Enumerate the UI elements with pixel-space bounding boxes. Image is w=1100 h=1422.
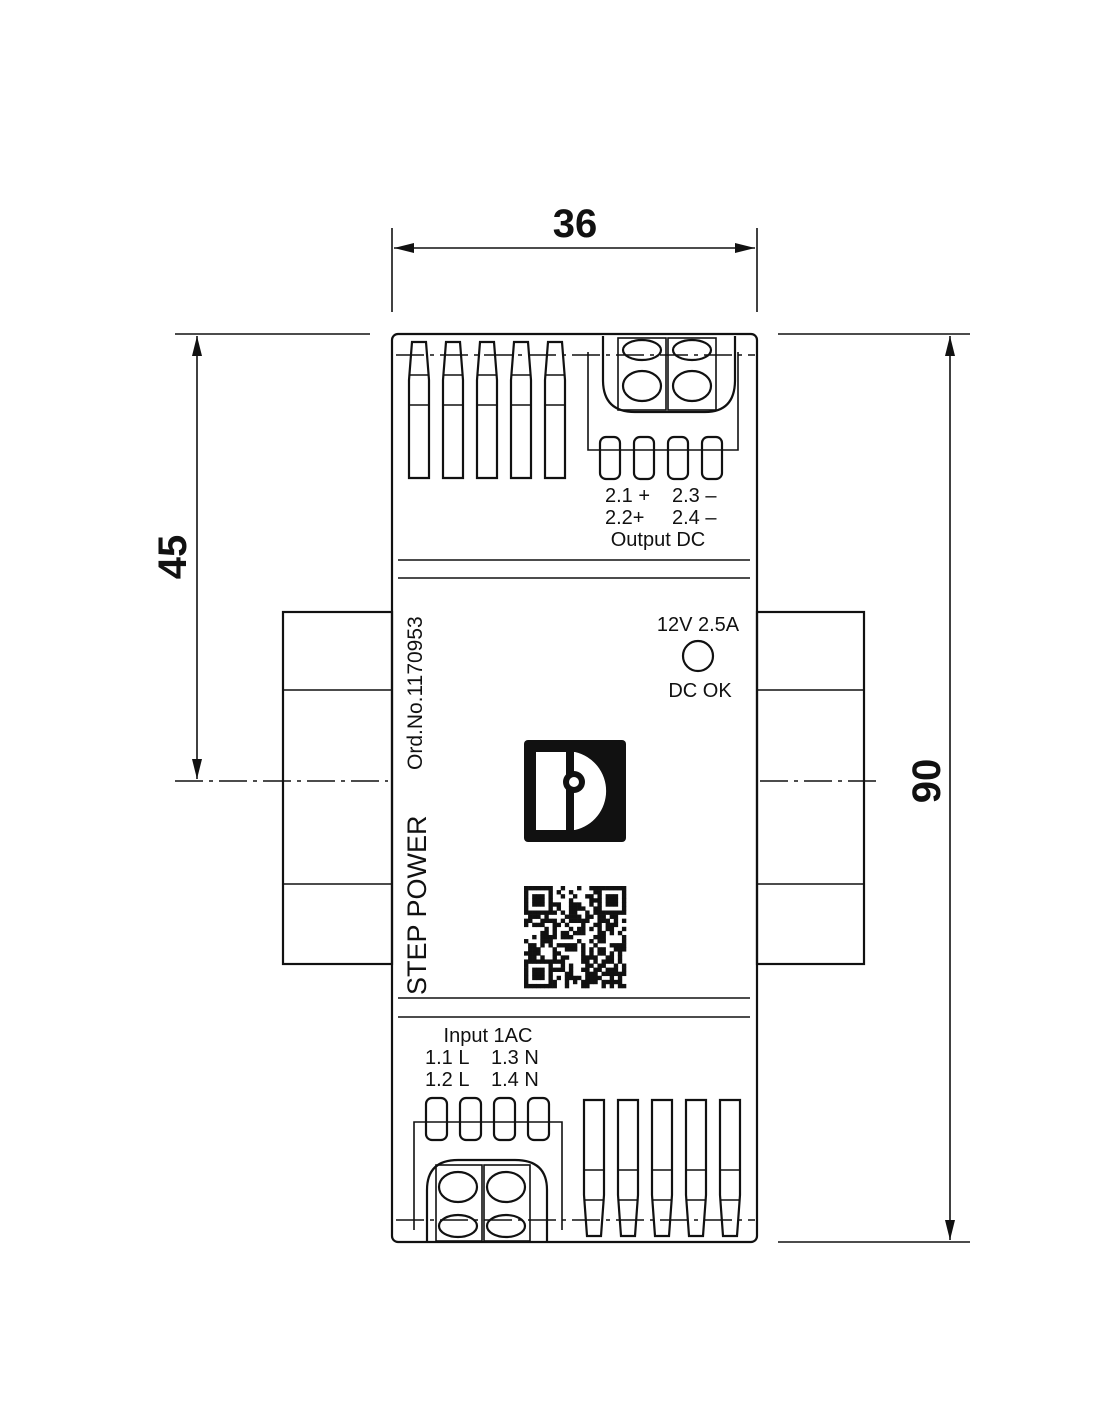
order-number: Ord.No.1170953 (404, 616, 427, 770)
bottom-vent-slots (582, 1098, 742, 1238)
width-dimension: 36 (391, 202, 758, 312)
screw-icon (671, 369, 713, 403)
output-terminal-block (587, 336, 739, 481)
push-button-icon (700, 435, 724, 481)
product-name: STEP POWER (402, 815, 432, 995)
terminal-2-1: 2.1 + (605, 485, 650, 507)
vent-slot (475, 340, 499, 480)
vent-slot (582, 1098, 606, 1238)
vent-slot (650, 1098, 674, 1238)
input-terminal-block (413, 1096, 563, 1242)
input-labels: Input 1AC 1.1 L 1.3 N 1.2 L 1.4 N (425, 1025, 539, 1091)
vent-slot (407, 340, 431, 480)
terminal-2-4: 2.4 – (672, 507, 717, 529)
din-clip-left (281, 610, 394, 966)
top-vent-slots (407, 340, 567, 480)
terminal-2-2: 2.2+ (605, 507, 644, 529)
push-button-icon (492, 1096, 517, 1142)
led-label: DC OK (668, 680, 732, 702)
terminal-1-1: 1.1 L (425, 1047, 469, 1069)
width-label: 36 (553, 202, 598, 246)
screw-icon (437, 1213, 479, 1239)
device-housing (390, 332, 759, 1244)
output-labels: 2.1 + 2.3 – 2.2+ 2.4 – Output DC (605, 485, 717, 551)
push-button-icon (632, 435, 656, 481)
vent-slot (509, 340, 533, 480)
terminal-1-4: 1.4 N (491, 1069, 539, 1091)
terminal-1-3: 1.3 N (491, 1047, 539, 1069)
screw-icon (621, 338, 663, 362)
brand-logo-icon (524, 740, 626, 842)
screw-icon (485, 1213, 527, 1239)
rating-label: 12V 2.5A (657, 614, 740, 636)
qr-code (524, 886, 627, 989)
dc-ok-led-icon (681, 639, 715, 673)
push-button-icon (598, 435, 622, 481)
push-button-icon (458, 1096, 483, 1142)
push-button-icon (526, 1096, 551, 1142)
push-button-icon (666, 435, 690, 481)
output-title: Output DC (611, 529, 705, 551)
height-label: 90 (905, 759, 949, 804)
input-title: Input 1AC (444, 1025, 533, 1047)
height-dimension: 90 (760, 333, 970, 1243)
terminal-2-3: 2.3 – (672, 485, 717, 507)
half-height-dimension: 45 (151, 333, 388, 782)
half-height-label: 45 (151, 535, 195, 580)
din-clip-right (755, 610, 866, 966)
terminal-1-2: 1.2 L (425, 1069, 469, 1091)
screw-icon (621, 369, 663, 403)
screw-icon (671, 338, 713, 362)
screw-icon (437, 1170, 479, 1204)
vent-slot (718, 1098, 742, 1238)
vent-slot (543, 340, 567, 480)
vent-slot (616, 1098, 640, 1238)
vent-slot (684, 1098, 708, 1238)
screw-icon (485, 1170, 527, 1204)
vent-slot (441, 340, 465, 480)
push-button-icon (424, 1096, 449, 1142)
